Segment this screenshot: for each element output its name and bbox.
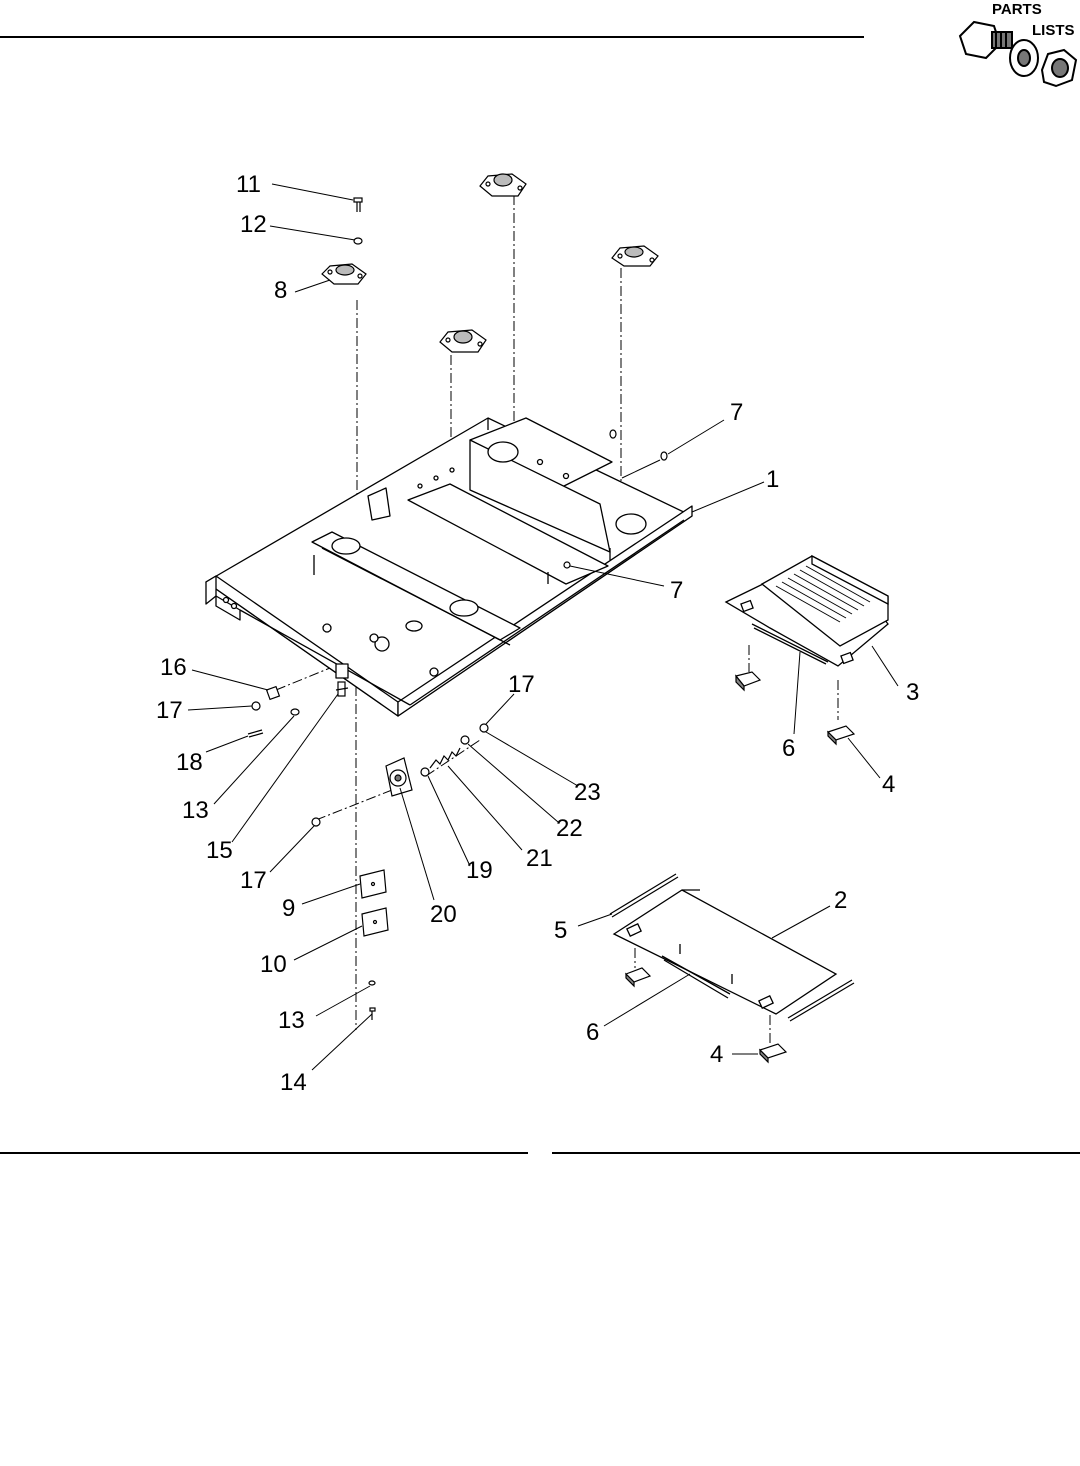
callout-17-right: 17	[508, 671, 535, 698]
rubber-foot-left	[734, 671, 762, 692]
callout-22: 22	[556, 815, 583, 842]
rubber-foot-bottom-left	[624, 967, 652, 988]
screw-14	[369, 1007, 376, 1020]
footer-rule-right	[552, 1152, 1080, 1154]
rubber-foot-right	[826, 725, 856, 746]
callout-7-lower: 7	[670, 577, 683, 604]
callout-3: 3	[906, 679, 919, 706]
badge-text-lists: LISTS	[1032, 22, 1075, 39]
assembly-centerlines	[275, 195, 839, 1045]
callout-8: 8	[274, 277, 287, 304]
base-frame	[205, 417, 693, 717]
callout-6-lower: 6	[586, 1019, 599, 1046]
bolt-11	[353, 197, 363, 212]
hardware-left-group	[247, 681, 349, 738]
callout-12: 12	[240, 211, 267, 238]
callout-23: 23	[574, 779, 601, 806]
callout-4-upper: 4	[882, 771, 895, 798]
callout-4-lower: 4	[710, 1041, 723, 1068]
callout-9: 9	[282, 895, 295, 922]
nut-7-b	[660, 451, 668, 461]
lock-washer-12	[353, 237, 363, 245]
gasket-9	[359, 869, 387, 899]
washer-13-lower	[368, 980, 376, 986]
callout-18: 18	[176, 749, 203, 776]
latch-spring-assembly	[311, 723, 489, 827]
washer-icon	[1009, 39, 1039, 77]
callout-7-upper: 7	[730, 399, 743, 426]
callout-labels: 11 12 8 7 1 7 16 17 17 18 13 15 17 23 22…	[156, 171, 919, 1096]
callout-20: 20	[430, 901, 457, 928]
callout-15: 15	[206, 837, 233, 864]
callout-19: 19	[466, 857, 493, 884]
nut-7-c	[563, 561, 571, 569]
callout-13-upper: 13	[182, 797, 209, 824]
callout-11: 11	[236, 171, 261, 198]
callout-10: 10	[260, 951, 287, 978]
isolator-mount-rear-left	[479, 173, 527, 197]
callout-17-left: 17	[156, 697, 183, 724]
callout-6-upper: 6	[782, 735, 795, 762]
isolator-mount-center	[439, 329, 487, 353]
bottom-plate	[612, 889, 838, 1015]
callout-leader-lines	[187, 183, 899, 1071]
badge-text-parts: PARTS	[992, 1, 1042, 18]
strip-5	[609, 873, 679, 918]
callout-21: 21	[526, 845, 553, 872]
hex-nut-icon	[1040, 48, 1078, 88]
rubber-foot-bottom-right	[758, 1043, 788, 1064]
callout-13-lower: 13	[278, 1007, 305, 1034]
strip-5-right	[787, 979, 855, 1022]
parts-lists-badge: PARTS LISTS	[958, 1, 1078, 88]
callout-16: 16	[160, 654, 187, 681]
hex-bolt-icon	[958, 20, 1013, 60]
vented-cover	[724, 554, 889, 667]
callout-14: 14	[280, 1069, 307, 1096]
header-rule	[0, 36, 864, 38]
plate-10	[361, 907, 389, 937]
callout-17-lower: 17	[240, 867, 267, 894]
nut-7-a	[609, 429, 617, 439]
callout-5: 5	[554, 917, 567, 944]
callout-2: 2	[834, 887, 847, 914]
isolator-mount-front-left	[321, 263, 367, 285]
isolator-mount-rear-right	[611, 245, 659, 267]
footer-rule-left	[0, 1152, 528, 1154]
callout-1: 1	[766, 466, 779, 493]
